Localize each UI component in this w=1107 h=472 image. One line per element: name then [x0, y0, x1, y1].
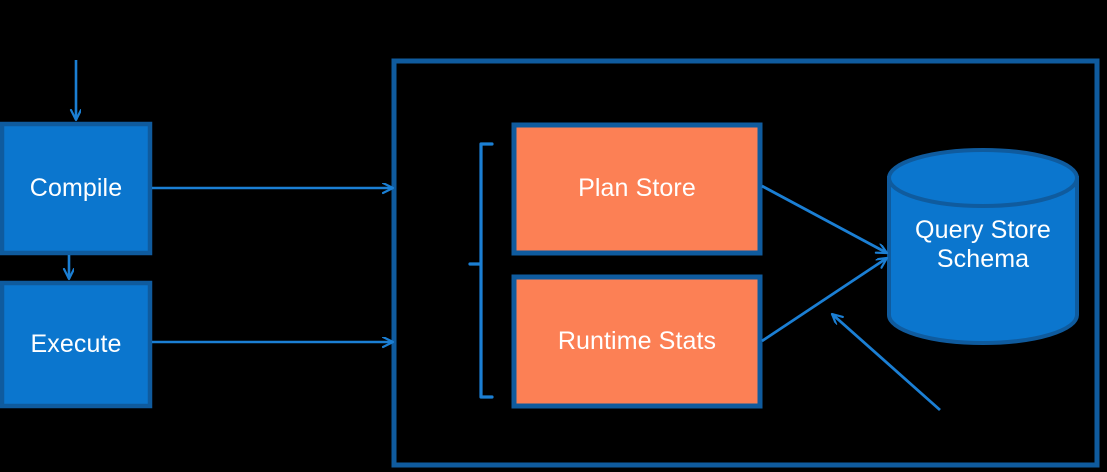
query-store-boundary	[391, 58, 1100, 468]
plan-store-box[interactable]	[511, 122, 763, 256]
execute-box[interactable]	[0, 280, 153, 409]
query-store-schema-cylinder[interactable]	[887, 148, 1079, 345]
arrow-runtime-stats-to-schema	[761, 256, 887, 343]
arrow-plan-store-to-schema	[761, 184, 887, 255]
in-memory-bracket	[468, 142, 494, 399]
runtime-stats-box[interactable]	[511, 274, 763, 409]
compile-box[interactable]	[0, 121, 153, 256]
arrow-external-to-schema	[832, 314, 941, 412]
